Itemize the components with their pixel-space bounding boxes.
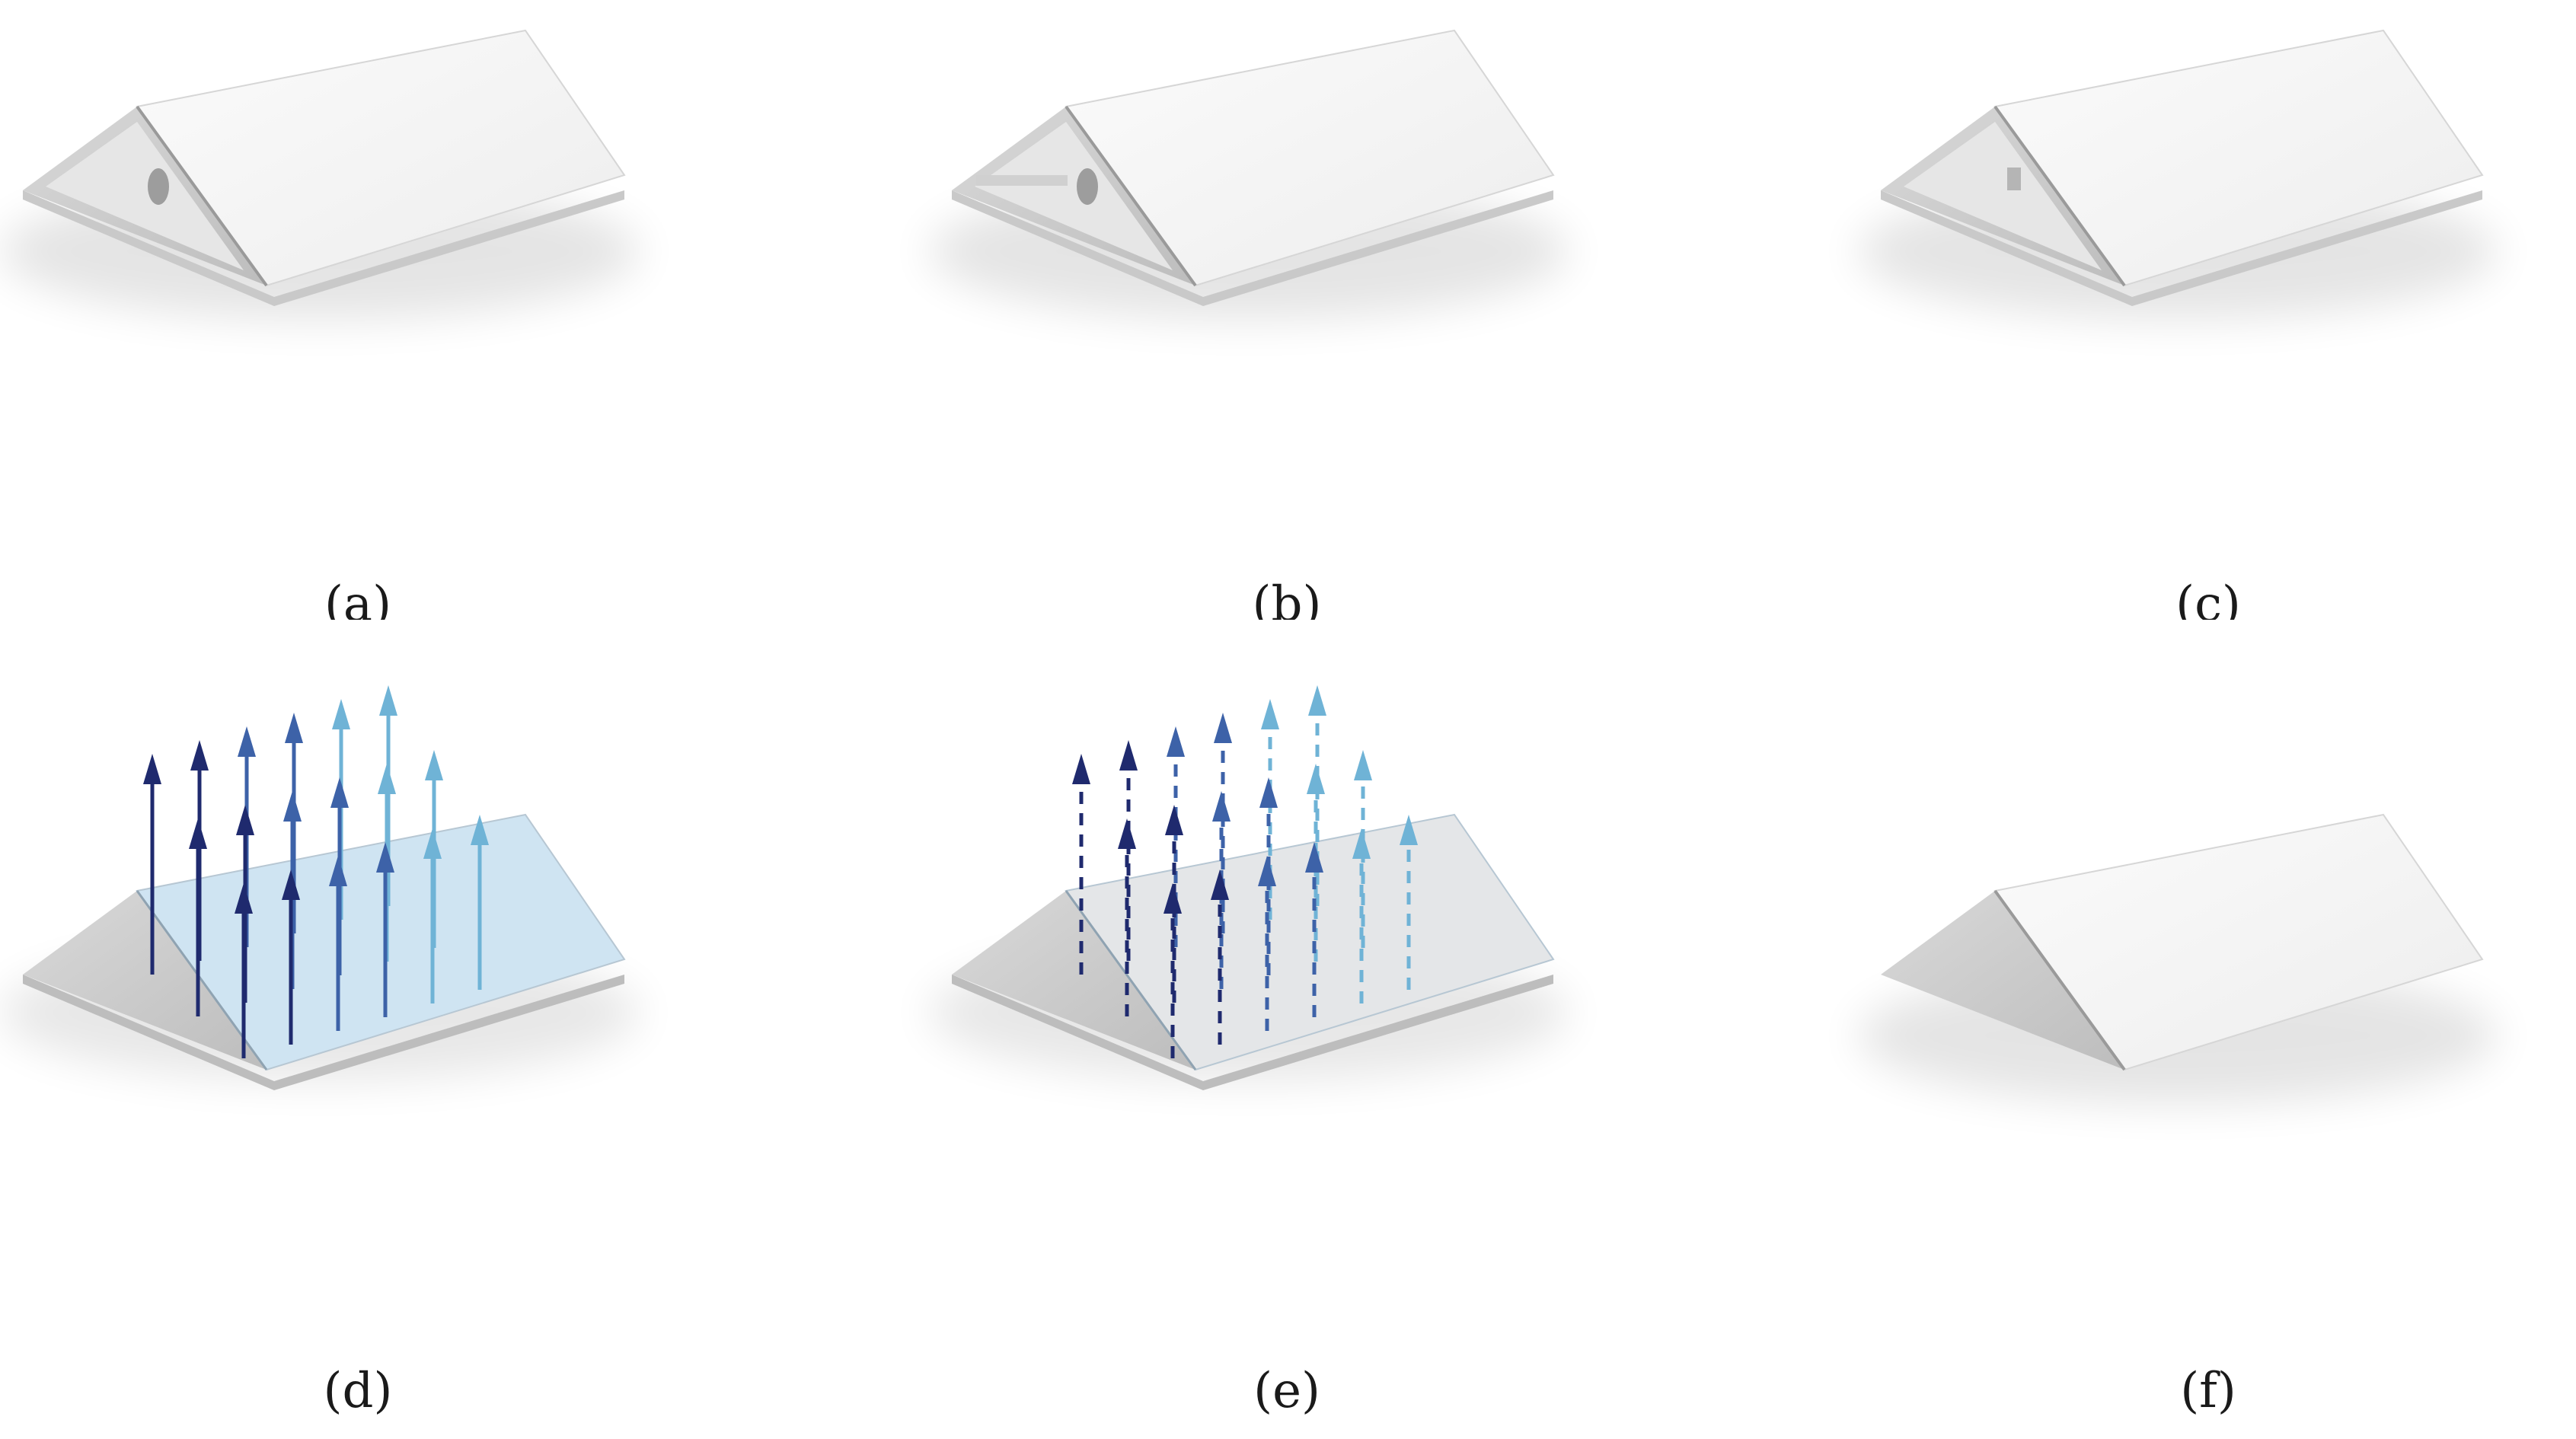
base-plate <box>952 975 1553 1090</box>
vector-arrow-head <box>471 815 489 845</box>
vector-arrow-head <box>1118 818 1136 849</box>
vector-arrow-head <box>1400 815 1418 845</box>
vector-arrow-head <box>283 791 302 822</box>
caption-d: (d) <box>323 1363 393 1419</box>
frame-hole <box>1077 168 1098 205</box>
vector-arrow-head <box>425 750 443 780</box>
roof-ridge <box>1993 889 2126 1071</box>
caption-a: (a) <box>324 580 392 620</box>
vector-arrow-head <box>329 856 347 886</box>
roof-ridge <box>1065 890 1197 1070</box>
frame-insert <box>976 175 1068 186</box>
frame-tab <box>2007 168 2021 190</box>
base-plate <box>1881 190 2482 306</box>
vector-arrow-head <box>282 869 300 900</box>
base-plate <box>23 975 624 1090</box>
gable-inner <box>46 122 244 270</box>
vector-arrow-head <box>1258 856 1276 886</box>
vector-arrow-head <box>1211 869 1229 900</box>
caption-c-clip: (c) <box>2132 580 2284 620</box>
vector-arrow-head <box>143 754 161 784</box>
vector-arrow-head <box>189 818 207 849</box>
vector-arrow-head <box>1261 699 1279 729</box>
gable-inner <box>975 122 1173 270</box>
caption-c: (c) <box>2175 580 2241 620</box>
vector-arrow-head <box>1214 713 1232 743</box>
panel-b <box>929 29 1569 320</box>
vector-arrow-head <box>1259 777 1278 808</box>
panel-e <box>929 685 1569 1090</box>
vector-arrow-head <box>1119 740 1138 771</box>
vector-arrow-head <box>235 883 253 914</box>
panel-c <box>1858 29 2498 320</box>
vector-arrow-head <box>1308 685 1326 716</box>
vector-arrow-head <box>1212 791 1231 822</box>
gable-inner <box>1904 122 2102 270</box>
caption-e: (e) <box>1253 1363 1320 1419</box>
roof-ridge <box>1065 105 1197 287</box>
roof-ridge <box>1993 105 2126 287</box>
panel-a <box>0 29 640 320</box>
vector-arrow-head <box>330 777 349 808</box>
roof-ridge <box>136 105 268 287</box>
caption-a-clip: (a) <box>282 580 434 620</box>
caption-b-clip: (b) <box>1211 580 1363 620</box>
vector-arrow-head <box>378 764 396 794</box>
vector-arrow-head <box>1307 764 1325 794</box>
caption-f: (f) <box>2180 1363 2236 1419</box>
vector-arrow-head <box>1072 754 1090 784</box>
vector-arrow-head <box>236 805 254 835</box>
vector-arrow-head <box>1167 726 1185 757</box>
vector-arrow-head <box>332 699 350 729</box>
vector-arrow-head <box>1354 750 1372 780</box>
vector-arrow-head <box>423 828 442 859</box>
vector-arrow-head <box>285 713 303 743</box>
vector-arrow-head <box>1165 805 1183 835</box>
gable-face <box>952 891 1195 1070</box>
vector-arrow-head <box>379 685 397 716</box>
vector-arrow-head <box>238 726 256 757</box>
gable-face <box>1881 891 2124 1070</box>
vector-arrow-head <box>376 842 394 873</box>
panel-d <box>0 685 640 1090</box>
frame-hole <box>148 168 169 205</box>
vector-arrow-head <box>1305 842 1323 873</box>
base-plate <box>952 190 1553 306</box>
caption-b: (b) <box>1252 580 1322 620</box>
vector-arrow-head <box>190 740 209 771</box>
gable-face <box>23 891 267 1070</box>
vector-arrow-head <box>1352 828 1371 859</box>
vector-arrow-head <box>1164 883 1182 914</box>
base-plate <box>23 190 624 306</box>
panel-f <box>1858 813 2498 1104</box>
